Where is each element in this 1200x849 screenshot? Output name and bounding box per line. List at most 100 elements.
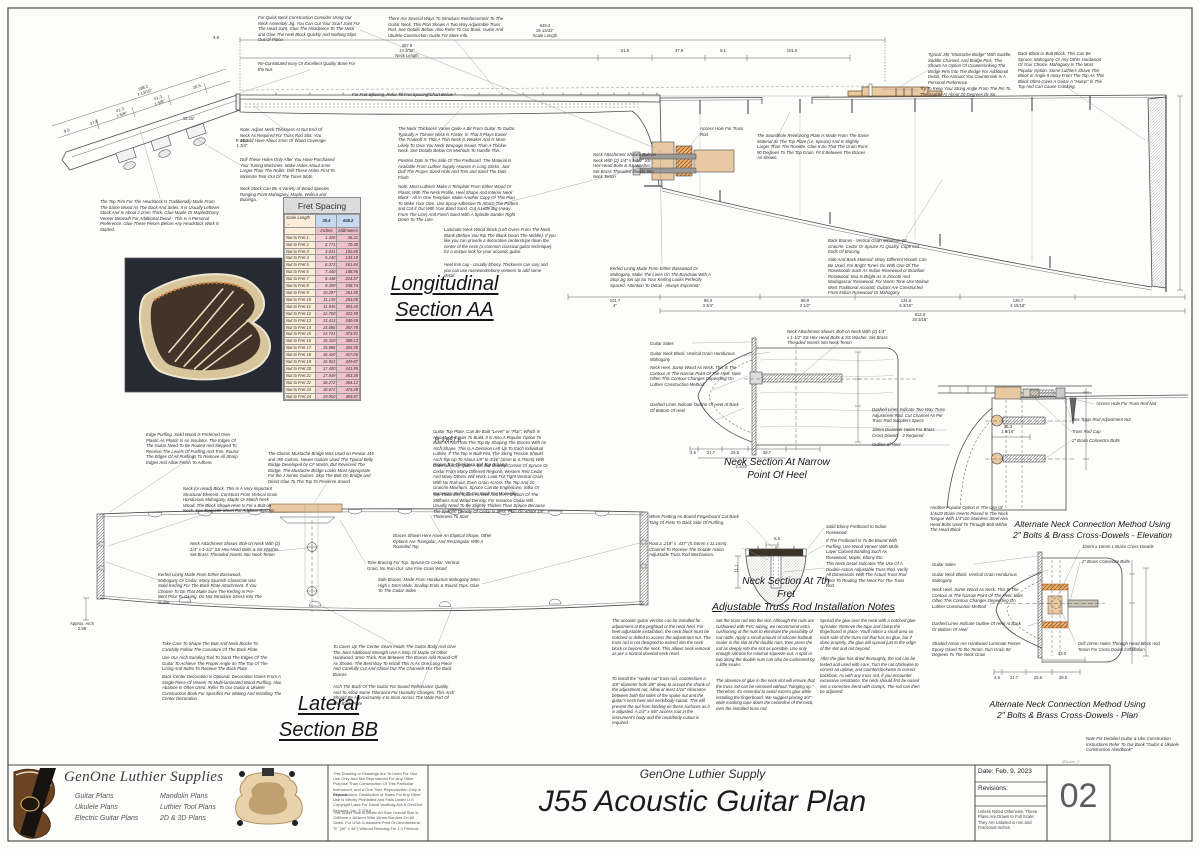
file-reference: j55plan_2 xyxy=(1062,759,1080,764)
note-brass-inserts: Another Popular Option Is The Use Of 1/4… xyxy=(930,505,1009,532)
note-lat-back-center: Back Center Decoration Is Optional. Deco… xyxy=(162,674,282,701)
note-headstock-trim: The Top Trim For The Headstock Is Tradit… xyxy=(100,199,220,232)
note-quick-neck: For Quick Neck Construction Consider Usi… xyxy=(258,15,360,42)
dim-512-8: 512.8 20 3/16" xyxy=(912,312,928,322)
legal-paragraph-1: This Drawing or Drawings Are To Used For… xyxy=(333,771,421,797)
legal-paragraph-2: Reproduction, Distribution or Sales For … xyxy=(333,792,423,813)
category-tool-plans: Luthier Tool Plans xyxy=(160,804,216,811)
dim-nn-4-6: 4.6 xyxy=(690,450,696,455)
dim-pl-25-5: 25.5 xyxy=(1033,675,1043,680)
truss-note-col2-p1: Set the truss rod into the slot. Althoug… xyxy=(716,618,815,667)
dim-101-0: 101.0 xyxy=(786,48,798,53)
note-f7-bound-purfling: If The Fretboard Is To Be Bound With Pur… xyxy=(826,538,900,560)
note-side-back-material: Side And Back Material: Many Different W… xyxy=(828,257,930,295)
dim-nn-25-5: 25.5 xyxy=(730,450,740,455)
dim-101-7: 101.7 4" xyxy=(609,298,621,308)
dim-9-1: 9.1 xyxy=(720,48,726,53)
note-el-access-hole: Access Hole For Truss Rod Nut xyxy=(1096,401,1157,406)
caption-neck-narrow: Neck Section At Narrow Point Of Heel xyxy=(724,457,830,481)
note-lat-neck-block: Neck (or Head) Block. This Is A Very Imp… xyxy=(183,486,278,513)
note-back-braces: Back Braces - Vertical Grain Minimum 20 … xyxy=(828,238,919,254)
dim-nn-51-7: 51.7 2 1/32" xyxy=(735,459,749,469)
lateral-section-drawing xyxy=(83,444,649,691)
caption-truss-notes-title: Adjustable Truss Rod Installation Notes xyxy=(711,601,896,613)
dim-neck-length: 357.8 14 3/32" Neck Length xyxy=(395,43,419,58)
note-ns-neck-block: Guitar Neck Block. Vertical Grain Hondur… xyxy=(650,351,735,362)
note-lat-purfling: Edge Purfling. Solid Wood Is Preferred O… xyxy=(146,432,239,465)
note-pl-neck-heel: Neck Heel. Same Wood As Neck. This Is Th… xyxy=(932,587,1023,609)
note-el-dashed-rod: Dashed Lines Indicate Two-Way Truss Adju… xyxy=(872,407,946,423)
caption-longitudinal-section: Longitudinal Section AA xyxy=(390,273,499,322)
note-lat-center-seam: To Cover Up The Center Seam Inside The G… xyxy=(333,644,458,677)
note-lat-arch-tool: Use Our Arch Sanding Tool To Sand The Ed… xyxy=(162,655,268,671)
note-lat-brace-shape: Braces Shown Here Have An Eliptical Shap… xyxy=(393,533,492,549)
dim-4-8: 4.8 xyxy=(213,35,219,40)
note-soundhole-plate: The Soundhole Reinforcing Plate Is Made … xyxy=(757,133,869,160)
dim-pl-28-5: 28.5 xyxy=(1058,675,1068,680)
note-ivory-nut: Re-Constituted Ivory Or Excellent Qualit… xyxy=(258,61,356,72)
note-pl-guitar-sides: Guitar Sides xyxy=(932,562,956,567)
caption-alt-plan: Alternate Neck Connection Method Using 2… xyxy=(989,699,1146,720)
note-f7-rout-channel: Rout a .218" x .437" (5.54mm x 11.1mm) C… xyxy=(649,541,727,557)
revisions-field: Revisions: xyxy=(978,785,1008,792)
dim-r3657-6: R 3,657.6 xyxy=(434,438,462,444)
dim-47-9: 47.9 xyxy=(674,48,684,53)
note-el-rod-cap: Truss Rod Cap xyxy=(1072,429,1101,434)
note-lat-thickness: Top Thickness Varies As Well And Is A Fu… xyxy=(433,492,545,519)
caption-lateral-section: Lateral Section BB xyxy=(279,693,378,742)
note-el-hex-nut: Hex Truss Rod Adjustment Nut xyxy=(1072,417,1131,422)
date-field: Date: Feb. 9, 2023 xyxy=(978,768,1032,775)
dim-35-3: 35.3 1 9/16" xyxy=(1001,424,1015,434)
note-lat-mustache: The Classic Mustache Bridge Was Used on … xyxy=(268,451,374,484)
truss-note-col1-p1: The acoustic guitar version can be insta… xyxy=(612,618,711,656)
dim-pl-4-6: 4.6 xyxy=(994,675,1000,680)
note-pl-shaded-areas: Shaded Areas Are Hardwood Laminate Piece… xyxy=(932,641,1021,657)
note-pl-neck-block: Guitar Neck Block. Vertical Grain Hondur… xyxy=(932,572,1017,583)
mold-photo xyxy=(235,768,303,826)
dim-88-9: 88.9 3 1/2" xyxy=(799,298,811,308)
category-electric-plans: Electric Guitar Plans xyxy=(75,815,139,822)
fret-unit-inches: Inches xyxy=(315,226,338,235)
note-neck-attach-long: Neck Attachment Shown: Bolt-on Neck With… xyxy=(593,152,656,179)
caption-neck-7th: Neck Section At 7th Fret xyxy=(742,576,830,600)
truss-note-col2-p2: The absence of glue in the neck slot wil… xyxy=(716,678,815,711)
dim-125-7: 125.7 4 15/16" xyxy=(1010,298,1026,308)
note-neck-stock: Neck Stock Can Be A Variety of Wood Spec… xyxy=(240,186,330,202)
dim-head-angle: 15.15° xyxy=(182,116,196,121)
fret-spacing-table: Fret Spacing Scale Length → 25.4 645.2 I… xyxy=(283,197,361,402)
category-2d3d-plans: 2D & 3D Plans xyxy=(160,815,206,822)
note-el-outline-heel: Outline of Heel xyxy=(872,442,901,447)
note-heel-cap: Heel trim cap - Usually Ebony. Thickness… xyxy=(444,262,548,278)
note-lat-neck-attach: Neck Attachment Shown: Bolt-on Neck With… xyxy=(190,541,281,557)
category-guitar-plans: Guitar Plans xyxy=(75,793,114,800)
note-f7-fret-tang: When Fretting An Bound Fingerboard Cut B… xyxy=(649,514,739,525)
dim-95-3: 95.3 3 3/4" xyxy=(702,298,714,308)
dim-pl-43-0: 43.0 xyxy=(1057,651,1067,656)
truss-note-col1-p2: To install the "spoke nut" truss rod, co… xyxy=(612,676,710,725)
truss-note-col3-p1: Spread the glue over the neck with a not… xyxy=(820,618,916,651)
fret-unit-mm: Millimeters xyxy=(336,226,360,235)
dim-approx-arch: Approx. Arch 2.98 xyxy=(70,621,94,631)
note-kerfed-lining: Kerfed Lining Made From Either Basswood … xyxy=(610,266,711,288)
note-ns-dashed-lines: Dashed Lines Indicate Outline Of Heel At… xyxy=(650,402,739,413)
fret-table-title: Fret Spacing xyxy=(284,198,360,214)
note-el-dowel-holes: 10mm Diameter Holes For Brass Cross Dowe… xyxy=(872,427,935,438)
note-string-angle: Try To Keep Your String Angle From The P… xyxy=(920,86,1011,97)
neck-section-narrow-drawing xyxy=(689,337,916,459)
longitudinal-section-drawing xyxy=(51,29,1186,314)
